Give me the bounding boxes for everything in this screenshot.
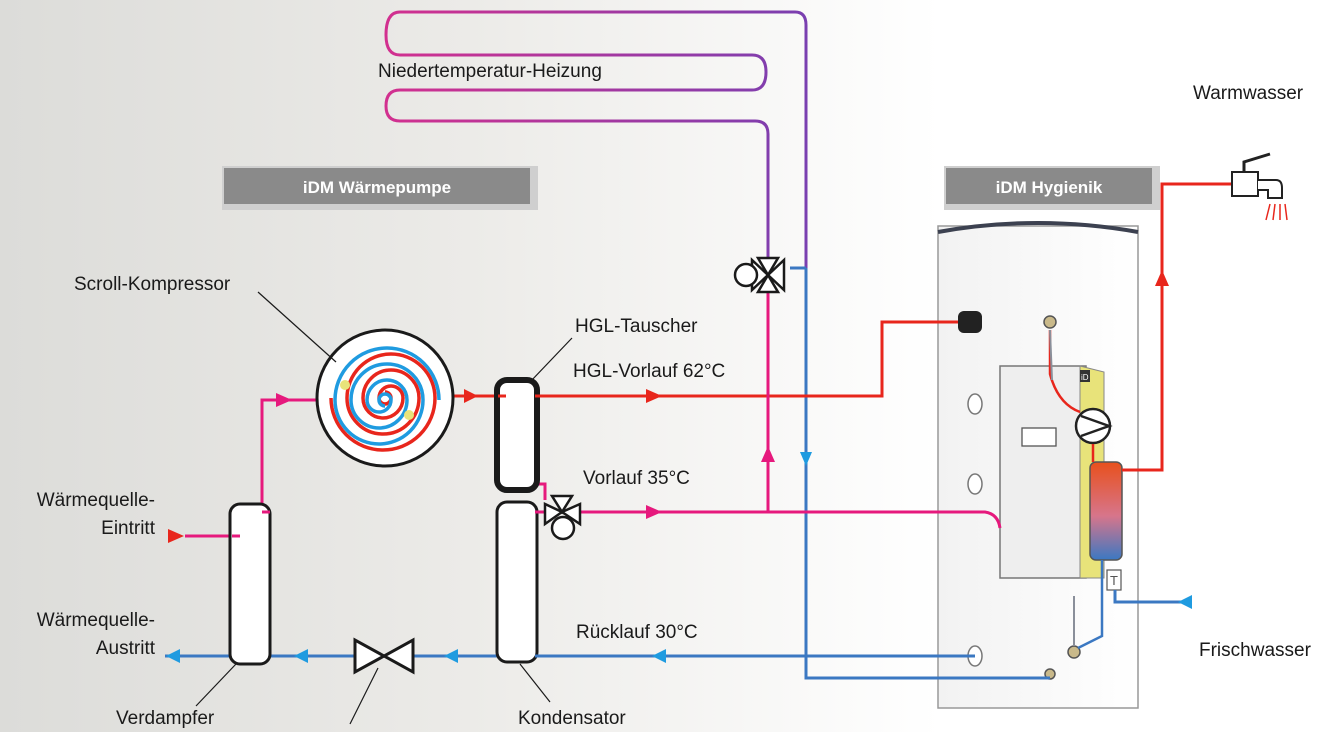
expansion-valve-leader — [349, 667, 379, 725]
label-source-out-2: Austritt — [96, 638, 156, 659]
tank-port — [967, 473, 983, 495]
banner-hygienik-text: iDM Hygienik — [996, 178, 1103, 197]
label-source-out-1: Wärmequelle- — [37, 610, 155, 631]
hgl-exchanger-leader — [529, 337, 573, 383]
condenser — [495, 500, 539, 664]
banner-hygienik: iDM Hygienik — [944, 166, 1160, 210]
label-flow: Vorlauf 35°C — [583, 468, 690, 489]
label-fresh-water: Frischwasser — [1199, 640, 1312, 661]
evaporator — [228, 502, 272, 666]
circulation-pump-icon — [1074, 407, 1112, 445]
label-low-temp-heating: Niedertemperatur-Heizung — [378, 61, 602, 82]
scroll-compressor-leader — [257, 291, 337, 363]
hot-water-tap-icon — [1231, 152, 1288, 221]
sensor-badge: T — [1110, 573, 1118, 588]
three-way-valve-icon — [733, 256, 786, 294]
flow-direction-arrows-blue — [166, 452, 1192, 663]
display-window — [1021, 427, 1057, 447]
three-way-valve-icon — [543, 494, 582, 541]
hygienik-hot-gas-inlet — [958, 311, 982, 333]
label-source-in-1: Wärmequelle- — [37, 490, 155, 511]
flow-direction-arrows-red — [168, 270, 1169, 543]
scroll-compressor-icon — [315, 328, 455, 468]
flow-direction-arrows-pink — [276, 393, 775, 519]
expansion-valve-icon — [353, 637, 415, 675]
hgl-exchanger — [494, 377, 540, 493]
label-evaporator: Verdampfer — [116, 708, 215, 729]
evaporator-leader — [195, 663, 237, 707]
controller-box — [999, 365, 1087, 579]
label-hot-water: Warmwasser — [1193, 83, 1304, 104]
label-hgl-exchanger: HGL-Tauscher — [575, 316, 698, 337]
label-source-in-2: Eintritt — [101, 518, 156, 539]
condenser-leader — [519, 663, 551, 703]
label-scroll-compressor: Scroll-Kompressor — [74, 274, 231, 295]
hygienik-tank: iD T — [937, 221, 1139, 709]
fresh-water-heat-exchanger — [1089, 461, 1123, 561]
tank-port — [1043, 315, 1057, 329]
banner-heat-pump: iDM Wärmepumpe — [222, 166, 538, 210]
banner-heat-pump-text: iDM Wärmepumpe — [303, 178, 451, 197]
underfloor-heating-coil — [384, 10, 808, 292]
tank-port — [967, 393, 983, 415]
label-hgl-flow: HGL-Vorlauf 62°C — [573, 361, 725, 382]
label-condenser: Kondensator — [518, 708, 626, 729]
tank-badge: iD — [1081, 373, 1089, 382]
label-return: Rücklauf 30°C — [576, 622, 698, 643]
